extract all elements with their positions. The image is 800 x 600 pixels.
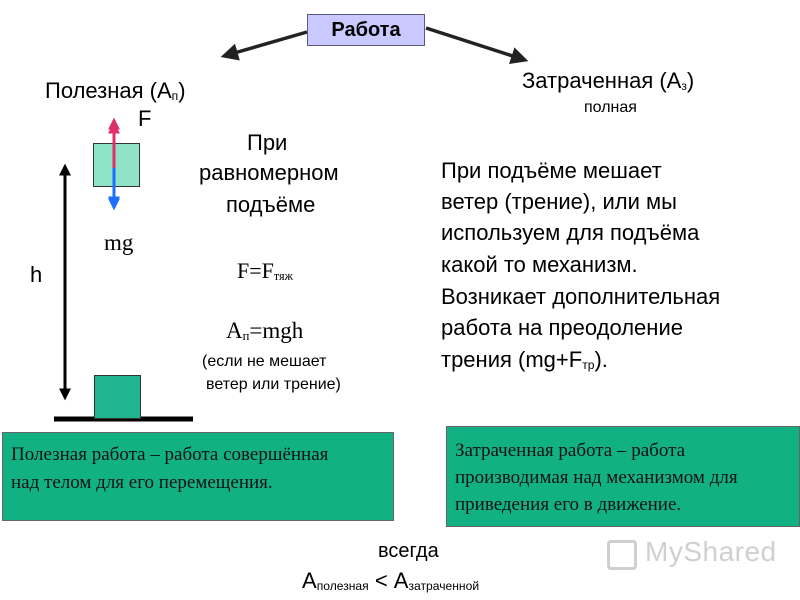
useful-def-line-2: над телом для его перемещения. <box>11 472 273 493</box>
extra-line-6: работа на преодоление <box>441 315 683 340</box>
arrow-right <box>425 26 529 65</box>
extra-line-5: Возникает дополнительная <box>441 284 721 309</box>
watermark-icon <box>607 540 637 570</box>
comparison: Аполезная < Азатраченной <box>302 568 480 593</box>
useful-def-line-1: Полезная работа – работа совершённая <box>11 444 329 465</box>
height-label: h <box>30 262 43 287</box>
title-text: Работа <box>331 19 401 41</box>
spent-def-line-2: производимая над механизмом для <box>455 467 738 488</box>
block-top <box>93 143 140 187</box>
useful-label: Полезная (Ап) <box>45 78 186 103</box>
extra-line-4: какой то механизм. <box>441 252 638 277</box>
spent-definition-box: Затраченная работа – работа производимая… <box>446 426 800 527</box>
always-label: всегда <box>378 540 439 562</box>
weight-label: mg <box>104 230 134 255</box>
condition-line-1: (если не мешает <box>202 353 327 370</box>
spent-note: полная <box>584 99 637 116</box>
extra-line-2: ветер (трение), или мы <box>441 189 677 214</box>
useful-definition-box: Полезная работа – работа совершённая над… <box>2 432 394 521</box>
block-bottom <box>94 375 141 419</box>
extra-line-1: При подъёме мешает <box>441 158 662 183</box>
spent-def-line-1: Затраченная работа – работа <box>455 440 686 461</box>
watermark-text: MyShared <box>645 536 777 567</box>
arrow-left <box>220 30 308 61</box>
spent-label: Затраченная (Аз) <box>522 68 695 93</box>
condition-line-2: ветер или трение) <box>206 376 341 393</box>
formula-work: Ап=mgh <box>226 318 304 343</box>
spent-def-line-3: приведения его в движение. <box>455 494 682 515</box>
uniform-line-2: равномерном <box>199 160 339 185</box>
extra-line-7: трения (mg+Fтр). <box>441 347 608 372</box>
force-label: F <box>138 106 152 131</box>
uniform-line-1: При <box>247 130 288 155</box>
extra-line-3: используем для подъёма <box>441 220 700 245</box>
uniform-line-3: подъёме <box>226 192 316 217</box>
title-box: Работа <box>307 14 425 46</box>
formula-force: F=Fтяж <box>237 258 293 283</box>
